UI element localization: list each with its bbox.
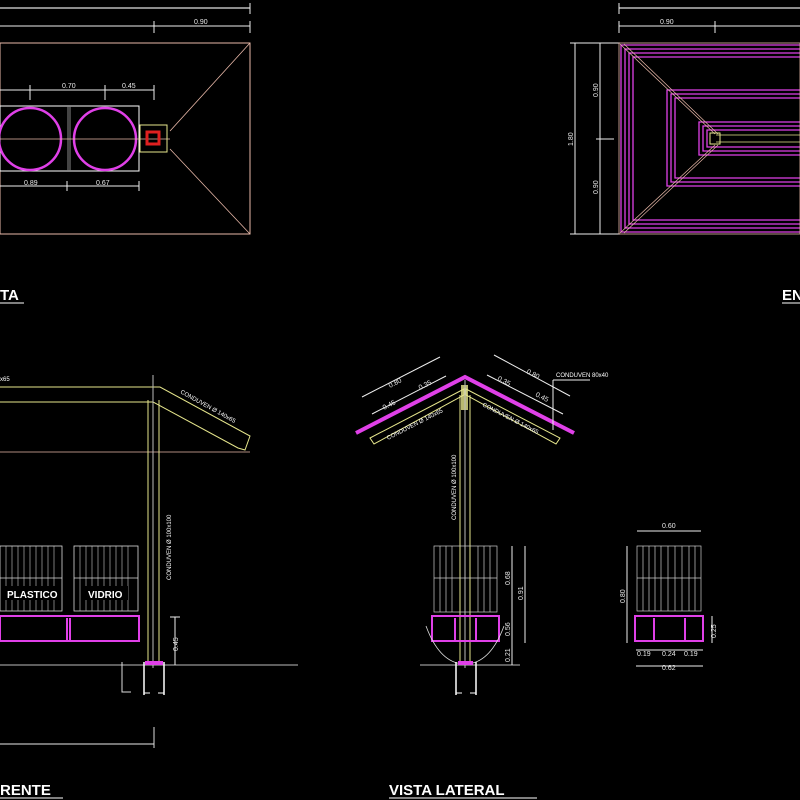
- dim-plan-089: 0.89: [24, 180, 38, 187]
- front-post-label: CONDUVEN Ø 100x100: [167, 514, 173, 580]
- dim-roof-lower: 0.90: [593, 180, 600, 194]
- roof-plan-title: EN: [782, 287, 800, 304]
- bin-label-plastico: PLASTICO: [7, 590, 58, 601]
- dim-bin-top: 0.60: [662, 523, 676, 530]
- bin-detail: 0.60 0.80 0.25 0.19 0.24 0.19 0.62: [620, 523, 718, 672]
- dim-bin-base: 0.25: [711, 624, 718, 638]
- plan-view-title: TA: [0, 287, 19, 304]
- dim-side-right-b: 0.45: [534, 392, 549, 404]
- dim-bin-s3: 0.19: [684, 651, 698, 658]
- dim-plan-045: 0.45: [122, 83, 136, 90]
- dim-bin-s2: 0.24: [662, 651, 676, 658]
- front-beam-label-left: x65: [0, 377, 10, 383]
- side-post-label: CONDUVEN Ø 100x100: [452, 454, 458, 520]
- dim-side-bin-base: 0.56: [505, 622, 512, 636]
- side-view: CONDUVEN Ø 140x65 CONDUVEN Ø 140x65 0.80…: [355, 354, 609, 799]
- dim-plan-070: 0.70: [62, 83, 76, 90]
- dim-bin-total: 0.62: [662, 665, 676, 672]
- dim-bin-height: 0.80: [620, 589, 627, 603]
- dim-roof-width: 0.90: [660, 19, 674, 26]
- dim-roof-total: 1.80: [568, 132, 575, 146]
- side-view-title: VISTA LATERAL: [389, 782, 505, 799]
- dim-side-bin-total: 0.91: [518, 586, 525, 600]
- bin-label-vidrio: VIDRIO: [88, 590, 123, 601]
- dim-plan-090: 0.90: [194, 19, 208, 26]
- dim-plan-067: 0.67: [96, 180, 110, 187]
- front-beam-label: CONDUVEN Ø 140x65: [179, 390, 237, 426]
- dim-front-base: 0.45: [173, 637, 180, 651]
- dim-roof-upper: 0.90: [593, 83, 600, 97]
- side-purlin-label: CONDUVEN 80x40: [556, 373, 609, 379]
- front-view-title: RENTE: [0, 782, 51, 799]
- dim-side-ground: 0.21: [505, 648, 512, 662]
- front-view: x65 CONDUVEN Ø 140x65 CONDUVEN Ø 100x100…: [0, 375, 298, 799]
- dim-side-left-b: 0.35: [418, 379, 433, 391]
- plan-view: 0.90 0.70 0.45 0.89 0.67 TA: [0, 3, 251, 304]
- dim-side-left-total: 0.80: [388, 377, 403, 389]
- dim-side-left-a: 0.45: [382, 399, 397, 411]
- dim-side-bin-upper: 0.68: [505, 571, 512, 585]
- side-right-beam-label: CONDUVEN Ø 140x65: [481, 402, 540, 436]
- dim-bin-s1: 0.19: [637, 651, 651, 658]
- roof-plan-view: 0.90 0.90 1.80 0.90 EN: [568, 3, 800, 304]
